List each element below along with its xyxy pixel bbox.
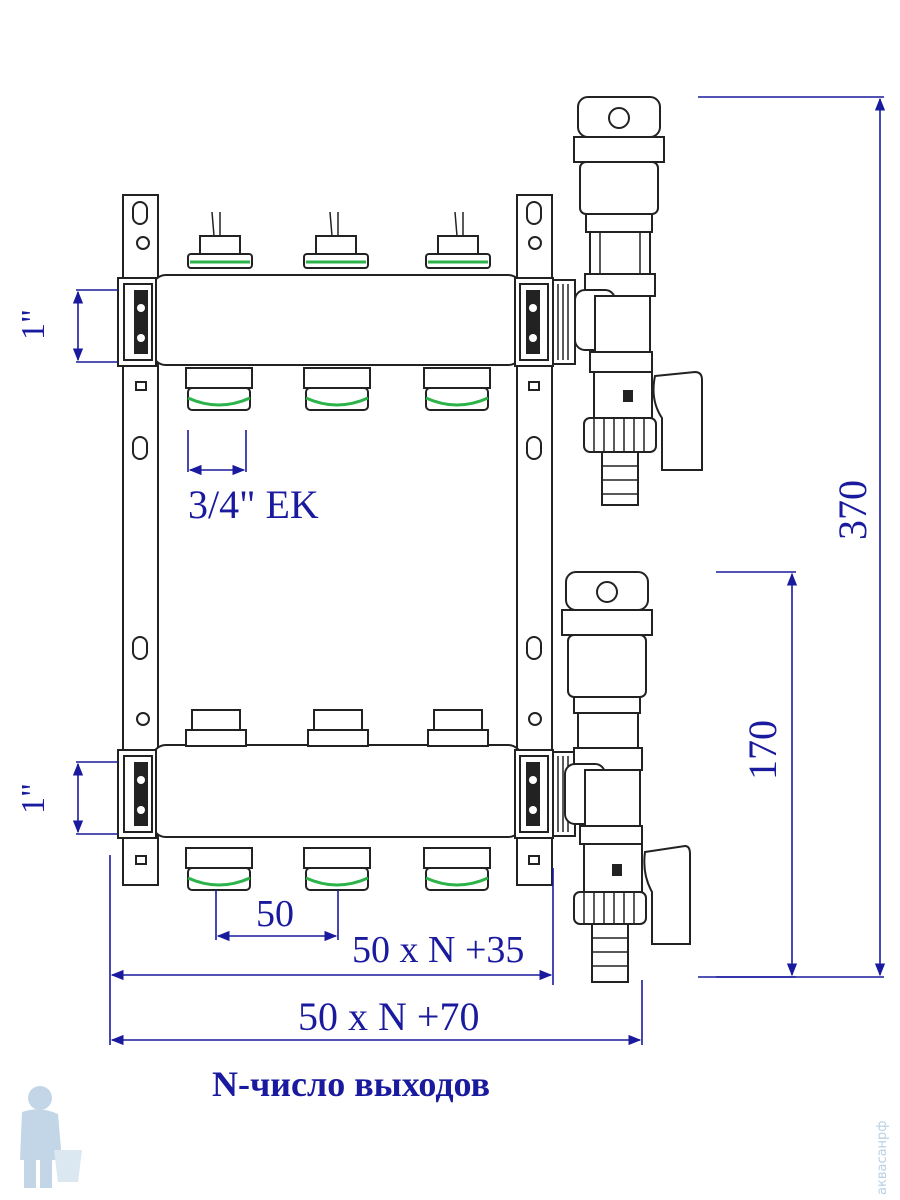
width-inner-label: 50 x N +35 bbox=[352, 929, 524, 971]
dim-height-between: 170 bbox=[716, 571, 798, 978]
height-total-label: 370 bbox=[830, 480, 875, 540]
pipe-size-top-label: 1" bbox=[15, 309, 52, 340]
top-air-vent-assembly bbox=[573, 96, 703, 506]
width-total-label: 50 x N +70 bbox=[298, 994, 479, 1039]
height-between-label: 170 bbox=[740, 720, 785, 780]
bottom-air-vent-assembly bbox=[561, 571, 691, 983]
bottom-manifold bbox=[117, 744, 576, 839]
bottom-nut-1 bbox=[185, 709, 247, 747]
bottom-nut-2 bbox=[307, 709, 369, 747]
top-manifold bbox=[117, 274, 576, 367]
top-outlet-2 bbox=[303, 367, 371, 411]
top-valve-2 bbox=[303, 211, 369, 269]
plumber-logo bbox=[20, 1086, 82, 1188]
dim-outlet-spacing: 50 bbox=[215, 890, 339, 942]
watermark-text: аквасанрф bbox=[875, 1121, 890, 1195]
dim-pipe-top: 1" bbox=[15, 289, 118, 363]
top-valve-1 bbox=[187, 211, 253, 269]
top-outlet-3 bbox=[423, 367, 491, 411]
dim-width-inner: 50 x N +35 bbox=[109, 855, 554, 985]
top-outlet-1 bbox=[185, 367, 253, 411]
outlets-note: N-число выходов bbox=[212, 1064, 490, 1104]
dim-pipe-bottom: 1" bbox=[15, 761, 118, 835]
pipe-size-bottom-label: 1" bbox=[15, 783, 52, 814]
bottom-outlet-1 bbox=[185, 847, 253, 891]
bottom-outlet-2 bbox=[303, 847, 371, 891]
dim-height-total: 370 bbox=[698, 96, 886, 978]
outlet-spacing-label: 50 bbox=[256, 893, 294, 935]
top-valve-3 bbox=[425, 211, 491, 269]
dim-outlet-thread: 3/4" EK bbox=[187, 430, 319, 527]
dim-width-total: 50 x N +70 bbox=[109, 980, 643, 1046]
bottom-outlet-3 bbox=[423, 847, 491, 891]
bottom-nut-3 bbox=[427, 709, 489, 747]
outlet-thread-label: 3/4" EK bbox=[188, 482, 319, 527]
